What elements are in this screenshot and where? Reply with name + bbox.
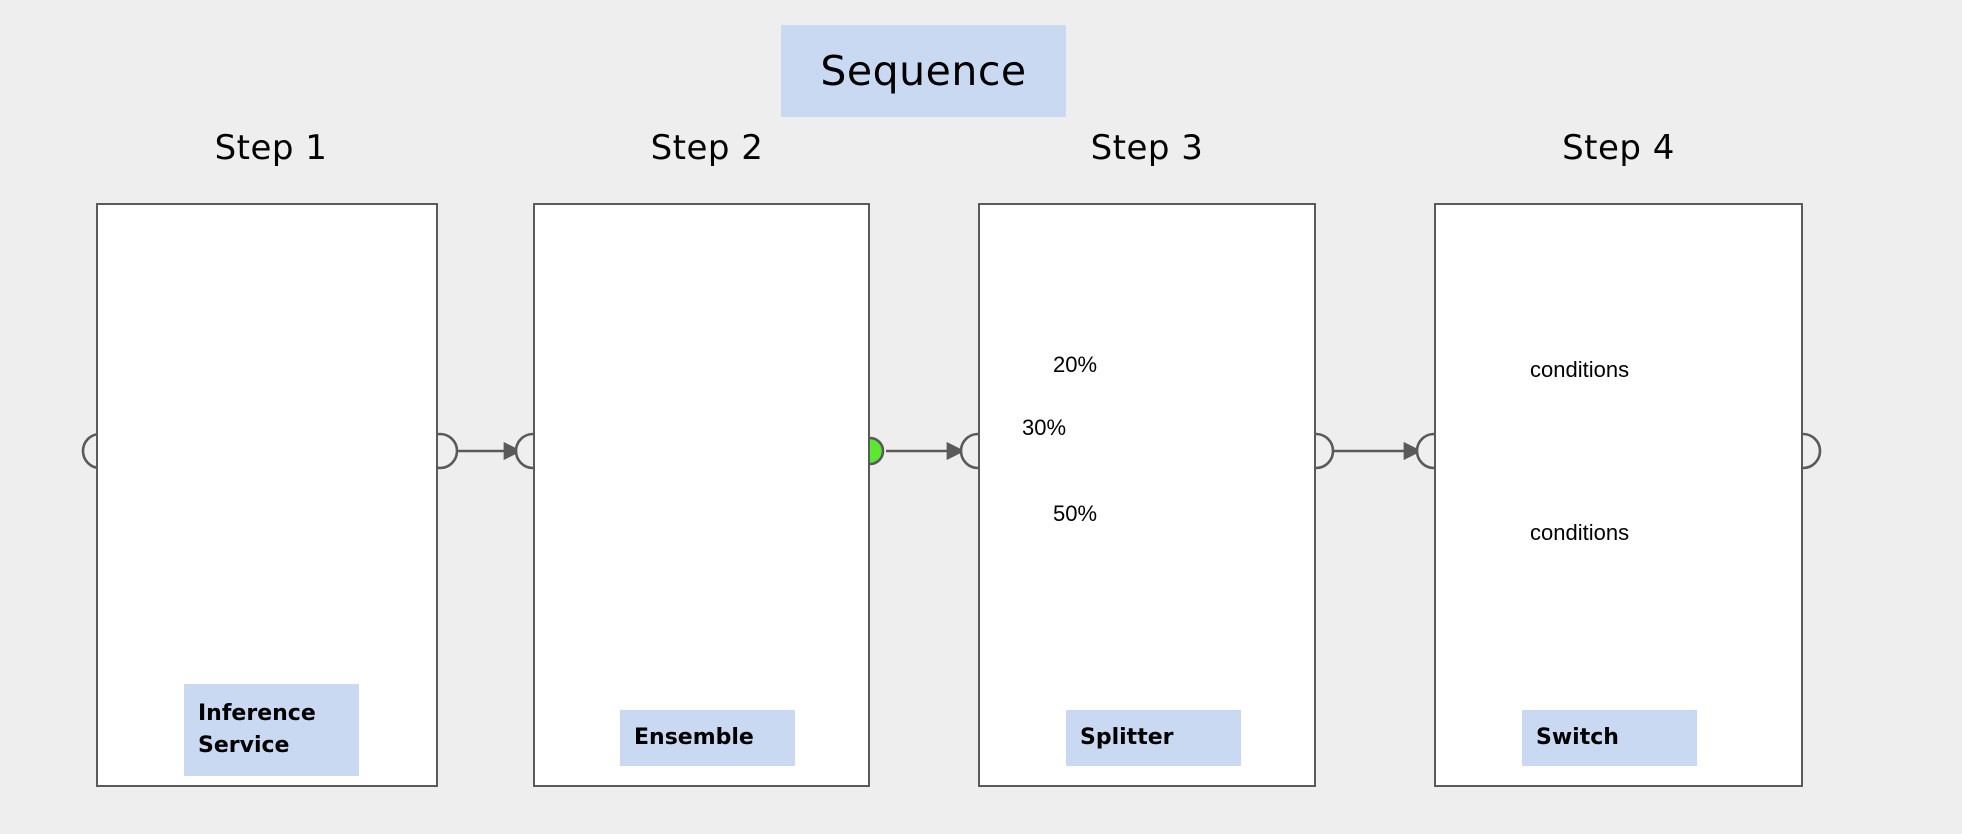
step-kind-line: Splitter: [1080, 725, 1174, 751]
step-kind-line: Service: [198, 733, 290, 758]
step-kind-badge-1: Inference Service: [184, 684, 359, 776]
step-box-2[interactable]: [533, 203, 870, 787]
step-label-4: Step 4: [1562, 128, 1675, 168]
step-kind-line: Switch: [1536, 725, 1619, 751]
step-kind-line: Ensemble: [634, 725, 754, 751]
step-kind-line: Inference: [198, 701, 316, 727]
edge-label-50-percent: 50%: [1053, 501, 1098, 526]
diagram-title-badge: Sequence: [781, 25, 1066, 117]
edge-label-conditions-bottom: conditions: [1530, 520, 1630, 545]
edge-label-20-percent: 20%: [1053, 352, 1098, 377]
step-kind-badge-3: Splitter: [1066, 710, 1241, 766]
step-label-2: Step 2: [650, 128, 764, 168]
step-box-3[interactable]: [978, 203, 1316, 787]
step-label-3: Step 3: [1090, 128, 1204, 168]
step-kind-badge-2: Ensemble: [620, 710, 795, 766]
step-box-4[interactable]: [1434, 203, 1803, 787]
edge-label-30-percent: 30%: [1022, 415, 1067, 440]
edge-label-conditions-top: conditions: [1530, 357, 1630, 382]
step-kind-badge-4: Switch: [1522, 710, 1697, 766]
step-label-1: Step 1: [214, 128, 328, 168]
